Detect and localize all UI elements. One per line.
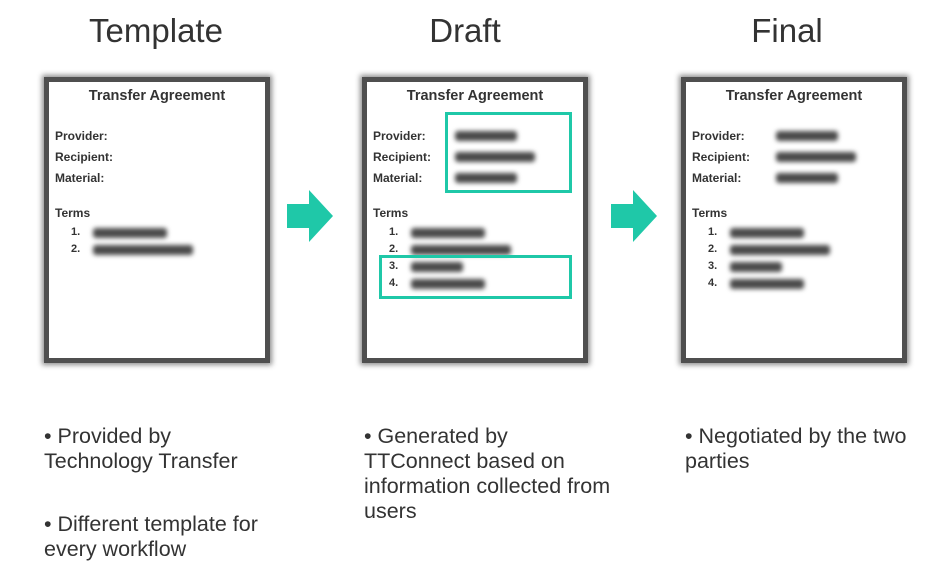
field-label-recipient: Recipient:	[692, 150, 751, 164]
term-number-2: 2.	[71, 243, 81, 255]
stage-title-draft: Draft	[429, 12, 501, 49]
document-final: Transfer Agreement Provider: Recipient: …	[681, 77, 907, 363]
redacted-term-1	[730, 228, 804, 238]
term-number-3: 3.	[389, 260, 399, 272]
term-number-4: 4.	[708, 277, 718, 289]
document-template: Transfer Agreement Provider: Recipient: …	[44, 77, 270, 363]
field-label-material: Material:	[55, 171, 105, 185]
document-draft: Transfer Agreement Provider: Recipient: …	[362, 77, 588, 363]
field-label-recipient: Recipient:	[373, 150, 432, 164]
bullet-final-1: • Negotiated by the two parties	[685, 424, 907, 473]
redacted-term-3	[411, 262, 463, 272]
stage-title-template: Template	[89, 12, 223, 49]
term-number-2: 2.	[708, 243, 718, 255]
redacted-material	[455, 173, 517, 183]
redacted-term-2	[93, 245, 193, 255]
field-label-material: Material:	[692, 171, 742, 185]
terms-label: Terms	[692, 206, 728, 220]
term-number-2: 2.	[389, 243, 399, 255]
redacted-term-3	[730, 262, 782, 272]
field-label-provider: Provider:	[373, 129, 426, 143]
redacted-term-1	[93, 228, 167, 238]
field-label-provider: Provider:	[692, 129, 745, 143]
field-label-material: Material:	[373, 171, 423, 185]
bullet-template-2: • Different template for every workflow	[44, 512, 258, 561]
bullet-template-1: • Provided by Technology Transfer	[44, 424, 238, 473]
redacted-recipient	[776, 152, 856, 162]
bullet-draft-1: • Generated by TTConnect based on inform…	[364, 424, 611, 523]
highlight-fields-box	[445, 112, 572, 193]
redacted-term-1	[411, 228, 485, 238]
term-number-3: 3.	[708, 260, 718, 272]
redacted-term-2	[730, 245, 830, 255]
redacted-provider	[776, 131, 838, 141]
redacted-term-4	[730, 279, 804, 289]
terms-label: Terms	[373, 206, 409, 220]
redacted-term-4	[411, 279, 485, 289]
term-number-1: 1.	[71, 226, 81, 238]
field-label-provider: Provider:	[55, 129, 108, 143]
term-number-4: 4.	[389, 277, 399, 289]
term-number-1: 1.	[708, 226, 718, 238]
term-number-1: 1.	[389, 226, 399, 238]
document-title: Transfer Agreement	[406, 88, 544, 104]
document-title: Transfer Agreement	[88, 88, 226, 104]
stage-title-final: Final	[751, 12, 823, 49]
redacted-material	[776, 173, 838, 183]
field-label-recipient: Recipient:	[55, 150, 114, 164]
redacted-recipient	[455, 152, 535, 162]
document-title: Transfer Agreement	[725, 88, 863, 104]
redacted-provider	[455, 131, 517, 141]
redacted-term-2	[411, 245, 511, 255]
highlight-terms-box	[379, 255, 572, 299]
terms-label: Terms	[55, 206, 91, 220]
